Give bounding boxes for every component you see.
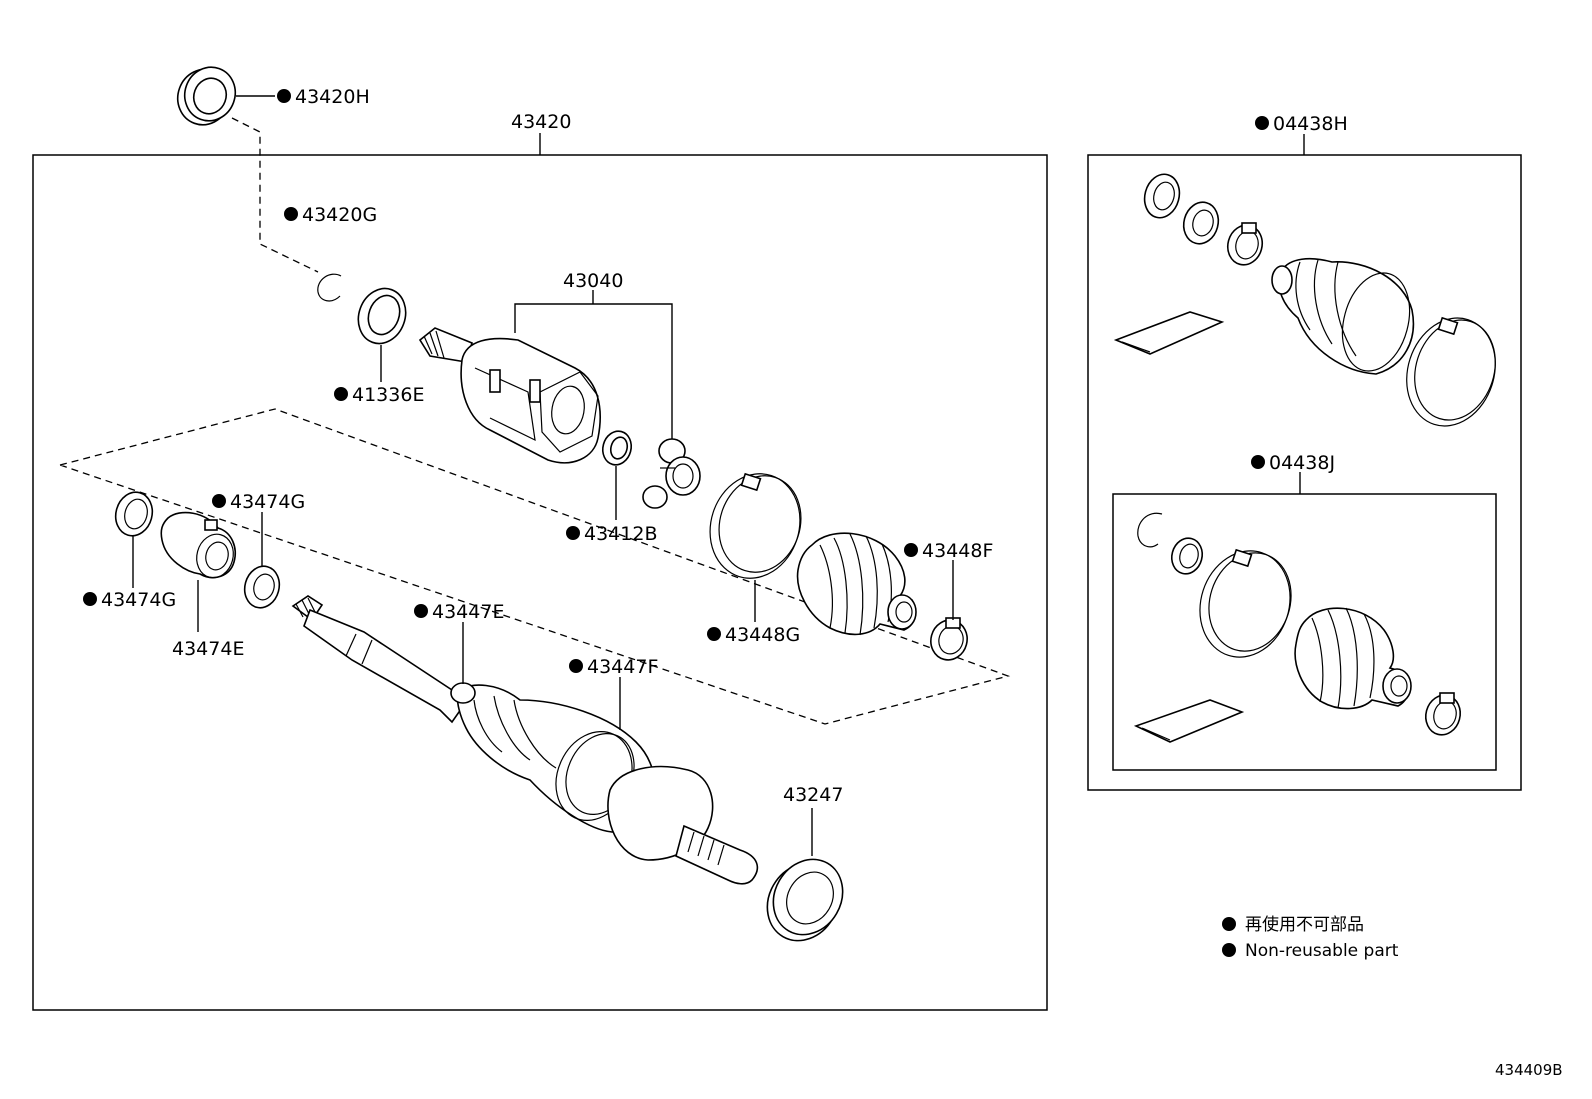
ring-43474G-mid-part	[243, 565, 281, 609]
legend: 再使用不可部品 Non-reusable part	[1222, 914, 1399, 961]
figure-number: 434409B	[1495, 1061, 1563, 1079]
kit-h-small-clamp-part	[1226, 222, 1264, 266]
part-number-04438H[interactable]: 04438H	[1273, 113, 1348, 135]
kit-h-grease-pack-part	[1113, 311, 1225, 355]
non-reusable-dot	[284, 207, 298, 221]
ring-43474G-left-part	[114, 491, 154, 537]
joint-43474E-part	[160, 511, 236, 579]
part-number-43474E[interactable]: 43474E	[172, 638, 244, 660]
part-number-43420G[interactable]: 43420G	[302, 204, 377, 226]
legend-line-english: Non-reusable part	[1245, 941, 1399, 961]
inboard-joint-43040-part	[418, 327, 601, 464]
small-clamp-43448F-part	[930, 617, 968, 661]
kit-h-boot-part	[1271, 257, 1415, 375]
legend-dot-icon	[1222, 917, 1236, 931]
legend-line-japanese: 再使用不可部品	[1245, 914, 1364, 935]
kit-j-grease-pack-part	[1133, 699, 1245, 743]
non-reusable-dot	[1255, 116, 1269, 130]
kit-box-04438J	[1112, 493, 1497, 771]
seal-43420H-part	[176, 66, 237, 126]
non-reusable-dot	[212, 494, 226, 508]
kit-j-large-clamp-part	[1199, 548, 1292, 658]
non-reusable-dot	[1251, 455, 1265, 469]
non-reusable-dot	[414, 604, 428, 618]
non-reusable-dot	[569, 659, 583, 673]
non-reusable-dot	[566, 526, 580, 540]
seal-43247-part	[766, 858, 844, 942]
drive-shaft-part	[291, 595, 468, 724]
kit-h-large-clamp-part	[1406, 316, 1496, 427]
part-number-43448G[interactable]: 43448G	[725, 624, 800, 646]
part-number-04438J[interactable]: 04438J	[1269, 452, 1335, 474]
kit-j-boot-part	[1294, 607, 1412, 710]
part-number-43474G-top[interactable]: 43474G	[230, 491, 305, 513]
part-number-43040[interactable]: 43040	[563, 270, 623, 292]
kit-j-small-clamp-part	[1424, 692, 1462, 736]
ring-41336E-part	[357, 287, 407, 345]
part-number-41336E[interactable]: 41336E	[352, 384, 424, 406]
kit-j-ring-part	[1170, 537, 1204, 575]
kit-j-snap-ring-part	[1137, 512, 1163, 548]
part-number-43420H[interactable]: 43420H	[295, 86, 370, 108]
snap-ring-43420G-part	[317, 273, 342, 302]
outer-joint-part	[555, 731, 759, 885]
legend-dot-icon	[1222, 943, 1236, 957]
tripod-spider-part	[642, 438, 701, 509]
part-number-43247[interactable]: 43247	[783, 784, 843, 806]
kit-h-ring-1-part	[1143, 173, 1181, 219]
kit-h-ring-2-part	[1182, 201, 1220, 245]
part-number-43447E[interactable]: 43447E	[432, 601, 504, 623]
clamp-band-43448G-part	[709, 472, 802, 579]
boot-kit-dashed-region	[57, 408, 1011, 725]
non-reusable-dot	[277, 89, 291, 103]
non-reusable-dot	[334, 387, 348, 401]
part-number-43448F[interactable]: 43448F	[922, 540, 993, 562]
non-reusable-dot	[83, 592, 97, 606]
snap-ring-43412B-part	[601, 430, 633, 466]
non-reusable-dot	[707, 627, 721, 641]
part-number-43447F[interactable]: 43447F	[587, 656, 658, 678]
inner-boot-part	[796, 532, 917, 636]
part-number-43420[interactable]: 43420	[511, 111, 571, 133]
non-reusable-dot	[904, 543, 918, 557]
part-number-43474G-left[interactable]: 43474G	[101, 589, 176, 611]
part-number-43412B[interactable]: 43412B	[584, 523, 657, 545]
